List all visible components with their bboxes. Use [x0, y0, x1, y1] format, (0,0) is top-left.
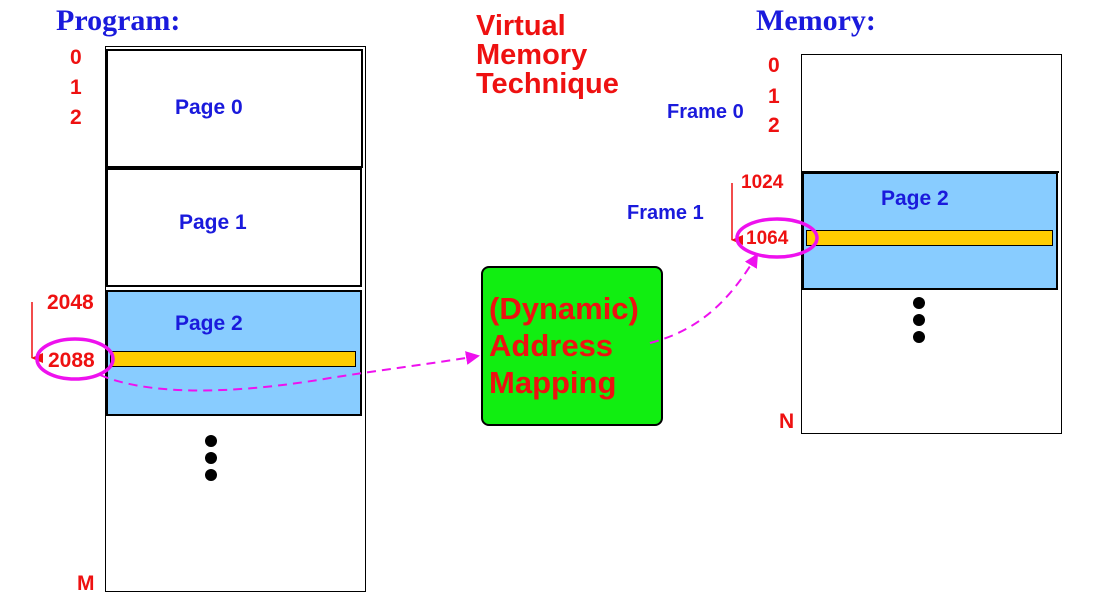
- memory-frame1-start-address: 1024: [741, 172, 784, 193]
- program-page-label: Page 2: [175, 312, 243, 335]
- frame-0-label: Frame 0: [667, 101, 744, 123]
- program-address: 2: [70, 106, 82, 129]
- memory-address: 1: [768, 85, 780, 108]
- program-address-highlight-ellipse: [35, 337, 115, 381]
- program-outer-box: [105, 46, 366, 592]
- program-page2-start-address: 2048: [47, 291, 94, 314]
- memory-end-label: N: [779, 410, 795, 433]
- program-ellipsis-dot: [205, 469, 217, 481]
- memory-title: Memory:: [756, 4, 876, 37]
- program-ellipsis-dot: [205, 435, 217, 447]
- program-address: 0: [70, 46, 82, 69]
- technique-title-line: Memory: [476, 39, 588, 71]
- program-address: 1: [70, 76, 82, 99]
- memory-outer-box: [801, 54, 1062, 434]
- memory-highlighted-address: 1064: [746, 228, 789, 249]
- address-mapping-box: [481, 266, 663, 426]
- program-ellipsis-dot: [205, 452, 217, 464]
- memory-frame1-content-label: Page 2: [881, 187, 949, 210]
- mapping-label-line: (Dynamic): [489, 291, 639, 326]
- technique-title: Virtual Memory Technique: [476, 12, 619, 99]
- technique-title-line: Technique: [476, 68, 619, 100]
- program-page-0: [106, 49, 363, 168]
- program-page-label: Page 0: [175, 96, 243, 119]
- memory-ellipsis-dot: [913, 314, 925, 326]
- frame-1-label: Frame 1: [627, 202, 704, 224]
- mapper-to-memory-arrow: [649, 253, 759, 344]
- program-title: Program:: [56, 4, 181, 37]
- memory-highlight-bar: [806, 230, 1053, 246]
- address-mapping-label: (Dynamic) Address Mapping: [489, 290, 639, 401]
- memory-address-highlight-ellipse: [735, 217, 819, 259]
- program-highlighted-address: 2088: [48, 349, 95, 372]
- program-to-mapper-arrow: [99, 351, 480, 392]
- program-end-label: M: [77, 572, 95, 595]
- memory-address: 0: [768, 54, 780, 77]
- memory-ellipsis-dot: [913, 331, 925, 343]
- memory-address: 2: [768, 114, 780, 137]
- program-page-1: [106, 168, 362, 287]
- mapping-label-line: Mapping: [489, 365, 617, 400]
- program-page-label: Page 1: [179, 211, 247, 234]
- mapping-label-line: Address: [489, 328, 614, 363]
- technique-title-line: Virtual: [476, 10, 566, 42]
- memory-ellipsis-dot: [913, 297, 925, 309]
- program-highlight-bar: [110, 351, 356, 367]
